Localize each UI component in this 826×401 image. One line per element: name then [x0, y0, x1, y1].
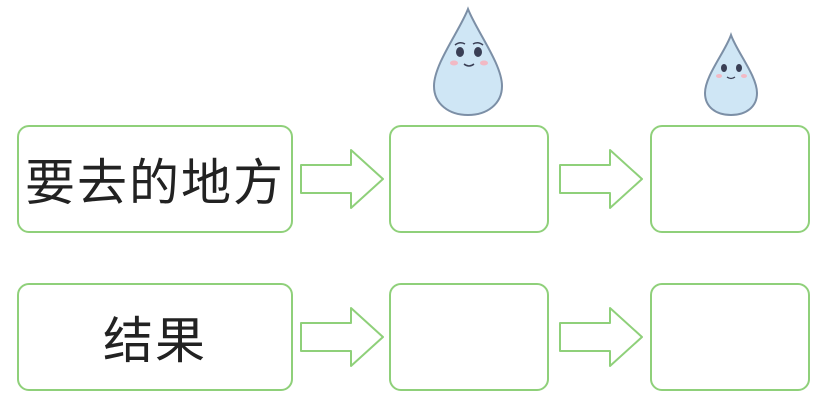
arrow-right-icon	[300, 149, 384, 209]
arrow-right-icon	[300, 307, 384, 367]
label-destination: 要去的地方	[25, 154, 285, 212]
label-box-destination: 要去的地方	[17, 125, 293, 233]
arrow-right-icon	[559, 149, 643, 209]
arrow-right-icon	[559, 307, 643, 367]
answer-box-row1-col2[interactable]	[650, 125, 810, 233]
label-box-result: 结果	[17, 283, 293, 391]
answer-box-row1-col1[interactable]	[389, 125, 549, 233]
label-result: 结果	[103, 312, 207, 370]
answer-box-row2-col2[interactable]	[650, 283, 810, 391]
water-drop-character-large	[432, 6, 504, 117]
water-drop-character-small	[703, 32, 759, 117]
answer-box-row2-col1[interactable]	[389, 283, 549, 391]
